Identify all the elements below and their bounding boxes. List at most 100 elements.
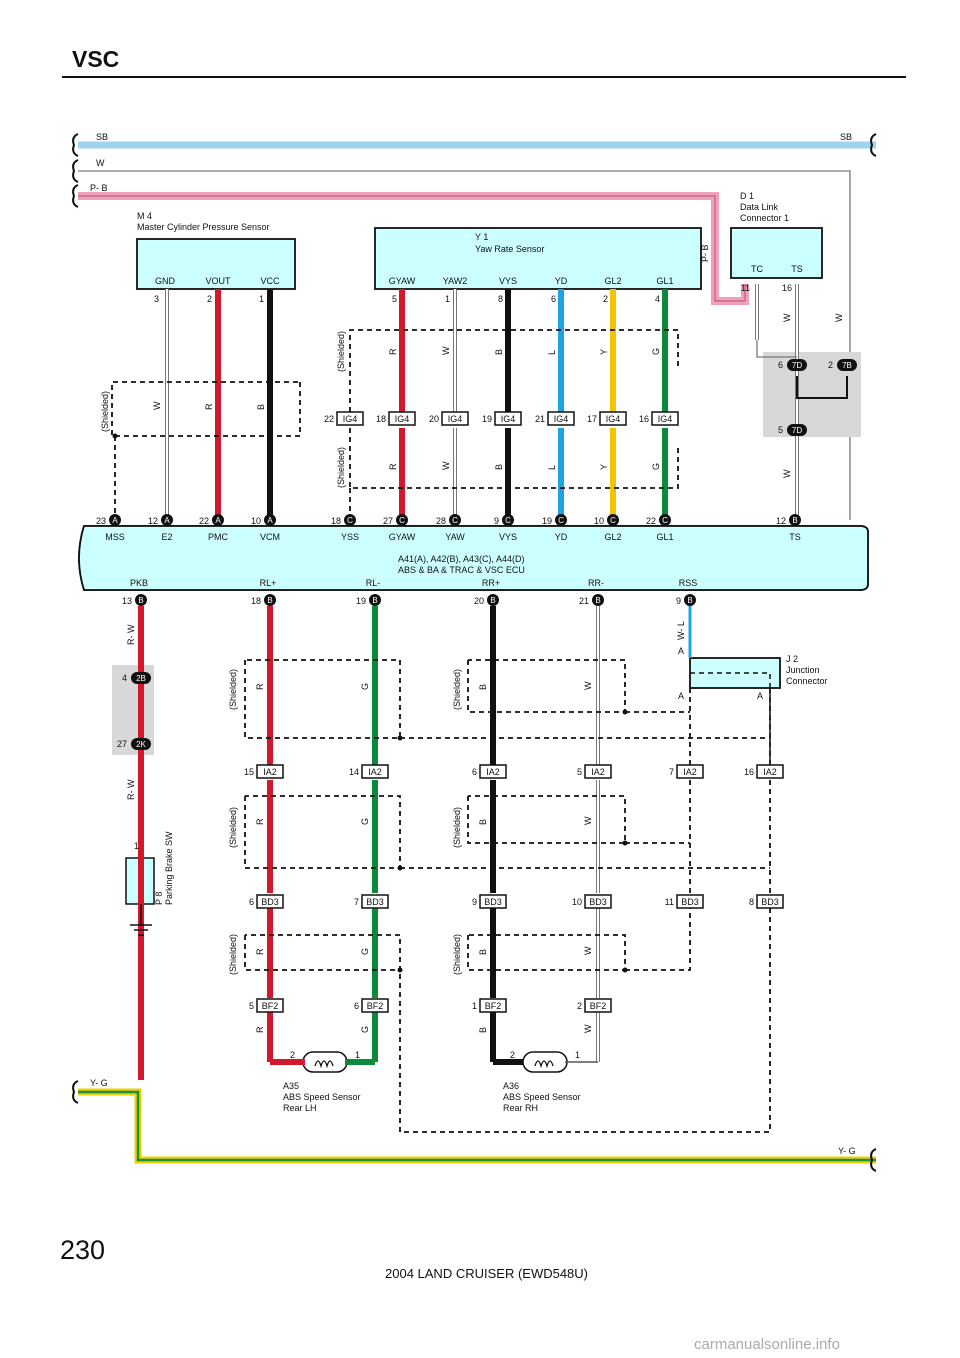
bd3-connector	[584, 894, 612, 909]
a36-code: A36	[503, 1081, 519, 1091]
bd3-connector	[361, 894, 389, 909]
ia2-connector	[756, 764, 784, 779]
rr-shielded-1: (Shielded)	[452, 669, 462, 710]
ecu-top-label: MSS	[105, 532, 125, 542]
d1-code: D 1	[740, 191, 754, 201]
bd3-connector-pin: 9	[472, 897, 477, 907]
wheel-color-b: B	[478, 819, 488, 825]
bd3-connector-pin: 10	[572, 897, 582, 907]
ecu-top-pin: 19	[542, 516, 552, 526]
ecu-top-pin: 18	[331, 516, 341, 526]
ia2-connector-id: IA2	[263, 767, 277, 777]
ecu-top-letter: A	[215, 516, 221, 525]
wire-color-w: W	[152, 401, 162, 410]
ecu-top-terminal	[161, 514, 173, 526]
ia2-connector	[479, 764, 507, 779]
rl-shielded-3: (Shielded)	[228, 934, 238, 975]
ecu-top-label: YSS	[341, 532, 359, 542]
watermark: carmanualsonline.info	[694, 1336, 840, 1353]
m4-pin: 3	[154, 294, 159, 304]
ig4-connector-id: IG4	[343, 414, 358, 424]
wheel-color-c: W	[583, 946, 593, 955]
ecu-top-label: GYAW	[389, 532, 416, 542]
p8-pin: 1	[134, 841, 139, 851]
y1-pin: 8	[498, 294, 503, 304]
ecu-bottom-label: RR-	[588, 578, 604, 588]
wheel-color-d: W	[583, 1024, 593, 1033]
ecu-top-letter: A	[164, 516, 170, 525]
pkb-junction	[131, 738, 151, 750]
ecu-top-letter: C	[558, 516, 564, 525]
ecu-bottom-terminal	[135, 594, 147, 606]
j2-name2: Connector	[786, 676, 828, 686]
bf2-connector-pin: 2	[577, 1001, 582, 1011]
bd3-connector-id: BD3	[589, 897, 607, 907]
y1-pin: 5	[392, 294, 397, 304]
p8-name: Parking Brake SW	[164, 831, 174, 905]
wheel-color-a: G	[360, 683, 370, 690]
m4-shield	[111, 381, 301, 437]
ecu-top-terminal	[109, 514, 121, 526]
ig4-connector	[599, 411, 627, 426]
ig4-connector-id: IG4	[606, 414, 621, 424]
ecu-top-pin: 23	[96, 516, 106, 526]
bf2-connector	[256, 998, 284, 1013]
y1-shield-upper	[349, 329, 679, 412]
d1-term-tc: TC	[751, 264, 763, 274]
shield-lines	[111, 329, 771, 1133]
a35-coil	[314, 1060, 334, 1069]
ecu-box	[78, 525, 869, 591]
ig4-connector-pin: 21	[535, 414, 545, 424]
bd3-connector-id: BD3	[484, 897, 502, 907]
bd3-connector	[676, 894, 704, 909]
pkb-junction-pin: 27	[117, 739, 127, 749]
ecu-bottom-terminal	[487, 594, 499, 606]
rail-yg-yellow	[78, 1088, 876, 1164]
ecu-top-letter: C	[505, 516, 511, 525]
ecu-top-pin: 12	[148, 516, 158, 526]
p8-code: P 8	[154, 892, 164, 905]
d1-pin-ts: 16	[782, 283, 792, 293]
y1-wire-color-upper: R	[388, 348, 398, 355]
rail-sb-label-left: SB	[96, 132, 108, 142]
m4-term-label: GND	[155, 276, 176, 286]
rail-pb-label: P- B	[90, 183, 108, 193]
a36-coil	[534, 1060, 554, 1069]
bd3-connector-pin: 6	[249, 897, 254, 907]
header-rule	[62, 76, 906, 78]
ecu-top-terminal	[502, 514, 514, 526]
ecu-bottom-label: RSS	[679, 578, 698, 588]
rl-shield-1	[244, 659, 401, 739]
ecu-top-label: GL2	[604, 532, 621, 542]
j2-a-left: A	[678, 691, 684, 701]
brace-sb-left	[72, 133, 79, 157]
rss-color: W- L	[676, 621, 686, 640]
y1-pin: 1	[445, 294, 450, 304]
bd3-connector-pin: 7	[354, 897, 359, 907]
wheel-color-b: G	[360, 818, 370, 825]
ig4-connector-pin: 16	[639, 414, 649, 424]
rr-shielded-3: (Shielded)	[452, 934, 462, 975]
bd3-connector	[479, 894, 507, 909]
y1-wire-color-lower: Y	[599, 464, 609, 470]
ecu-bottom-letter: B	[490, 596, 495, 605]
m4-pin: 2	[207, 294, 212, 304]
ig4-connector	[494, 411, 522, 426]
bd3-connector	[756, 894, 784, 909]
ia2-connector-pin: 15	[244, 767, 254, 777]
ecu-top-label: YD	[555, 532, 568, 542]
splice-connector-pin: 5	[778, 425, 783, 435]
a35-pin1: 1	[355, 1050, 360, 1060]
ig4-connector-pin: 20	[429, 414, 439, 424]
pb-vertical-label: P- B	[700, 244, 710, 262]
ecu-top-terminal	[659, 514, 671, 526]
ecu-bottom-letter: B	[372, 596, 377, 605]
ecu-top-label: YAW	[445, 532, 465, 542]
bf2-connector-id: BF2	[485, 1001, 502, 1011]
ecu-bottom-letter: B	[138, 596, 143, 605]
wire-color-b: B	[256, 404, 266, 410]
y1-box	[374, 227, 702, 290]
a36-pin1: 1	[575, 1050, 580, 1060]
ecu-bottom-letter: B	[595, 596, 600, 605]
ecu-bottom-label: RL-	[366, 578, 381, 588]
